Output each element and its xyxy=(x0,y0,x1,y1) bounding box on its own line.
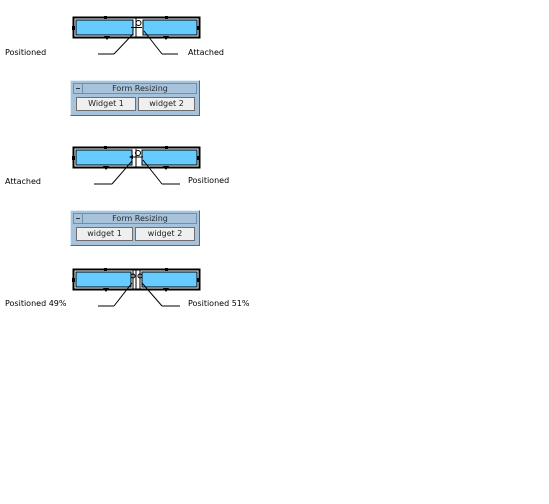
window-titlebar[interactable]: Form Resizing xyxy=(73,213,197,224)
leader-line-right xyxy=(143,30,163,55)
attach-marker xyxy=(165,146,168,149)
attach-arrow xyxy=(163,288,169,292)
window-title: Form Resizing xyxy=(112,84,168,93)
attach-marker xyxy=(104,146,107,149)
widget-2-box xyxy=(141,271,198,288)
diagram-3 xyxy=(72,268,201,307)
position-marker xyxy=(135,20,142,26)
attach-arrow xyxy=(163,36,169,40)
window-titlebar[interactable]: Form Resizing xyxy=(73,83,197,94)
label-positioned: Positioned xyxy=(188,176,230,185)
attach-marker xyxy=(104,16,107,19)
widget-2-box xyxy=(142,19,198,36)
label-attached: Attached xyxy=(188,48,224,57)
label-positioned-49: Positioned 49% xyxy=(5,299,67,308)
attach-arrow xyxy=(129,155,133,159)
form-resizing-window: Form Resizing Widget 1 widget 2 xyxy=(70,80,200,116)
window-title: Form Resizing xyxy=(112,214,168,223)
attach-marker xyxy=(197,156,200,160)
attach-marker xyxy=(72,26,75,30)
attach-marker xyxy=(197,278,200,282)
attach-arrow xyxy=(103,166,109,170)
leader-line-right xyxy=(142,159,163,185)
diagram-1 xyxy=(72,16,201,55)
leader-line-left xyxy=(113,33,134,55)
diagram-2 xyxy=(72,146,201,185)
widget-1-button[interactable]: widget 1 xyxy=(76,227,133,241)
attach-marker xyxy=(72,278,75,282)
leader-line-left xyxy=(113,282,133,307)
window-menu-icon[interactable] xyxy=(74,84,83,93)
leader-line-left xyxy=(111,160,133,185)
widget-1-box xyxy=(75,271,132,288)
position-marker xyxy=(137,273,143,279)
attach-arrow xyxy=(103,288,109,292)
leader-line-right xyxy=(141,282,163,307)
label-attached: Attached xyxy=(5,177,41,186)
label-positioned-51: Positioned 51% xyxy=(188,299,250,308)
attach-marker xyxy=(72,156,75,160)
attach-marker xyxy=(165,16,168,19)
attach-arrow xyxy=(104,36,110,40)
widget-2-button[interactable]: widget 2 xyxy=(138,97,195,111)
widget-1-box xyxy=(75,149,133,166)
attach-marker xyxy=(104,268,107,271)
widget-2-button[interactable]: widget 2 xyxy=(135,227,195,241)
attach-arrow xyxy=(163,166,169,170)
attach-marker xyxy=(165,268,168,271)
position-marker xyxy=(130,273,136,279)
position-marker xyxy=(135,150,141,156)
attach-marker xyxy=(197,26,200,30)
widget-2-box xyxy=(141,149,198,166)
form-resizing-window: Form Resizing widget 1 widget 2 xyxy=(70,210,200,246)
window-menu-icon[interactable] xyxy=(74,214,83,223)
widget-1-box xyxy=(75,19,134,36)
label-positioned: Positioned xyxy=(5,48,47,57)
widget-1-button[interactable]: Widget 1 xyxy=(76,97,136,111)
